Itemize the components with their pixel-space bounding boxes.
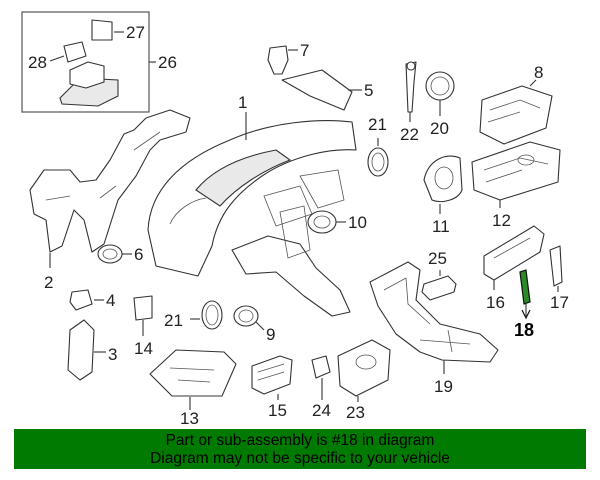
part-8-storage-bin[interactable] <box>479 79 553 145</box>
callout-12: 12 <box>492 211 511 230</box>
callout-5: 5 <box>364 81 373 100</box>
callout-9: 9 <box>266 325 275 344</box>
parts-diagram: 1 2 3 4 5 6 7 8 9 10 11 12 13 14 15 16 1… <box>21 11 569 425</box>
callout-10: 10 <box>348 213 367 232</box>
callout-15: 15 <box>268 401 287 420</box>
part-20-vent[interactable] <box>425 71 455 116</box>
part-7-clip[interactable] <box>267 45 298 75</box>
part-3-end-cover[interactable] <box>67 319 106 381</box>
callout-13: 13 <box>180 409 199 425</box>
callout-14: 14 <box>134 339 153 358</box>
callout-21-upper: 21 <box>368 115 387 134</box>
callout-21-lower: 21 <box>164 311 183 330</box>
callout-2: 2 <box>44 273 53 292</box>
callout-28: 28 <box>28 53 47 72</box>
part-10-rotary-switch[interactable] <box>307 210 346 234</box>
callout-17: 17 <box>550 293 569 312</box>
part-13-glove-box[interactable] <box>149 349 237 410</box>
part-21-vent-ring-lower[interactable] <box>190 300 223 330</box>
part-14-connector[interactable] <box>133 295 153 336</box>
callout-16: 16 <box>486 293 505 312</box>
callout-26: 26 <box>158 53 177 72</box>
callout-23: 23 <box>346 403 365 422</box>
callout-8: 8 <box>534 63 543 82</box>
callout-11: 11 <box>432 217 450 236</box>
part-4-bracket[interactable] <box>69 289 104 311</box>
callout-19: 19 <box>434 377 453 396</box>
callout-25: 25 <box>428 249 447 268</box>
part-24-switch[interactable] <box>311 355 331 400</box>
callout-27: 27 <box>126 23 145 42</box>
part-18-trim-strip[interactable] <box>519 269 531 320</box>
info-banner: Part or sub-assembly is #18 in diagram D… <box>14 429 586 469</box>
part-22-light-switch[interactable] <box>405 61 417 122</box>
part-17-side-trim[interactable] <box>549 245 563 292</box>
part-26-switch[interactable] <box>69 61 105 89</box>
part-16-trim-panel[interactable] <box>483 225 545 290</box>
part-11-trim-bezel[interactable] <box>423 155 463 214</box>
callout-3: 3 <box>108 345 117 364</box>
part-28-bulb[interactable] <box>63 41 87 63</box>
callout-20: 20 <box>430 119 449 138</box>
callout-24: 24 <box>312 401 331 420</box>
callout-6: 6 <box>134 245 143 264</box>
part-25-cover-pad[interactable] <box>421 270 457 301</box>
callout-18: 18 <box>514 320 534 340</box>
part-9-vent[interactable] <box>233 305 265 331</box>
banner-line-2: Diagram may not be specific to your vehi… <box>150 450 450 467</box>
part-1-instrument-panel[interactable] <box>147 112 357 317</box>
part-2-cross-beam[interactable] <box>29 109 191 268</box>
part-27-bulb-socket[interactable] <box>91 19 113 41</box>
callout-4: 4 <box>106 291 115 310</box>
callout-labels: 1 2 3 4 5 6 7 8 9 10 11 12 13 14 15 16 1… <box>28 23 569 425</box>
part-5-cover[interactable] <box>281 69 362 111</box>
callout-1: 1 <box>238 93 247 112</box>
part-12-center-stack[interactable] <box>471 141 561 208</box>
part-15-switch-panel[interactable] <box>251 355 293 400</box>
callout-22: 22 <box>400 125 419 144</box>
part-23-control-module[interactable] <box>337 339 391 402</box>
part-21-vent-ring-upper[interactable] <box>367 138 389 177</box>
part-19-center-console[interactable] <box>369 261 499 374</box>
inset-box <box>21 11 156 113</box>
banner-line-1: Part or sub-assembly is #18 in diagram <box>165 432 435 449</box>
part-6-vent[interactable] <box>97 244 132 264</box>
callout-7: 7 <box>300 41 309 60</box>
